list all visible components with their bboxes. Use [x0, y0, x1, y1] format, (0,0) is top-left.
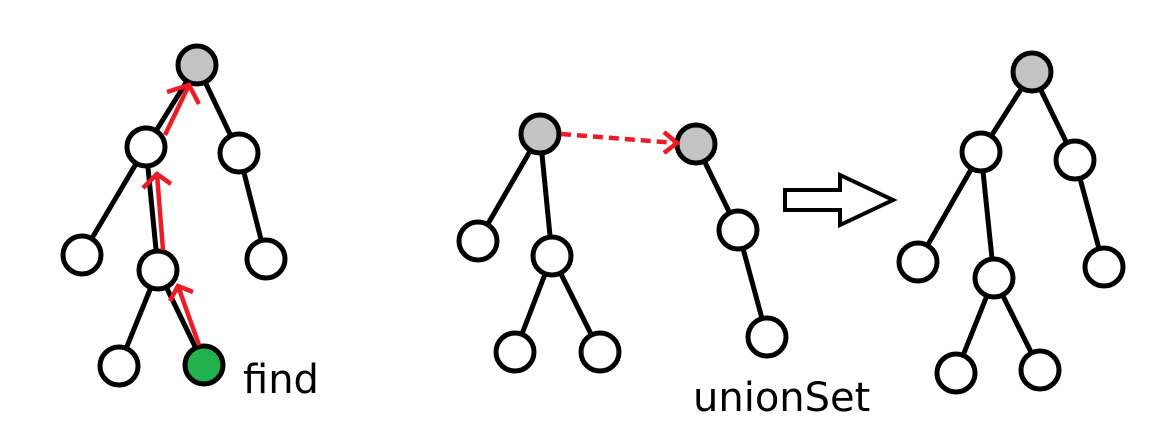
path-arrow	[162, 84, 192, 136]
union-before: unionSet	[456, 112, 870, 421]
tree-node	[959, 130, 1003, 174]
find-path-arrows	[141, 82, 202, 346]
tree-node	[217, 131, 261, 175]
tree-node	[124, 125, 168, 169]
tree-node	[493, 330, 537, 374]
root-node	[518, 112, 562, 156]
tree-node	[896, 240, 940, 284]
tree-node	[60, 233, 104, 277]
root-node	[674, 122, 718, 166]
tree-node	[456, 219, 500, 263]
find-target-node	[182, 343, 226, 387]
path-arrow	[154, 173, 166, 251]
arrowhead-icon	[166, 82, 201, 106]
right-arrow-icon	[783, 171, 898, 229]
arrowhead-icon	[662, 130, 681, 155]
tree-node	[530, 234, 574, 278]
union-after	[896, 50, 1126, 395]
arrowhead-icon	[141, 171, 173, 190]
union-dashed-arrow	[560, 131, 677, 146]
tree-node	[136, 248, 180, 292]
tree-node	[934, 351, 978, 395]
tree-node	[97, 344, 141, 388]
tree-node	[578, 330, 622, 374]
path-arrow	[175, 285, 202, 346]
tree-node	[1082, 245, 1126, 289]
arrowhead-icon	[168, 283, 194, 303]
tree-node	[244, 237, 288, 281]
root-node	[175, 43, 219, 87]
tree-node	[1053, 138, 1097, 182]
tree-node	[745, 315, 789, 359]
tree-node	[1018, 348, 1062, 392]
tree-node	[716, 208, 760, 252]
tree-node	[972, 256, 1016, 300]
root-node	[1010, 50, 1054, 94]
find-label: find	[243, 357, 319, 403]
union-label: unionSet	[693, 375, 870, 421]
find-tree: find	[60, 43, 319, 403]
